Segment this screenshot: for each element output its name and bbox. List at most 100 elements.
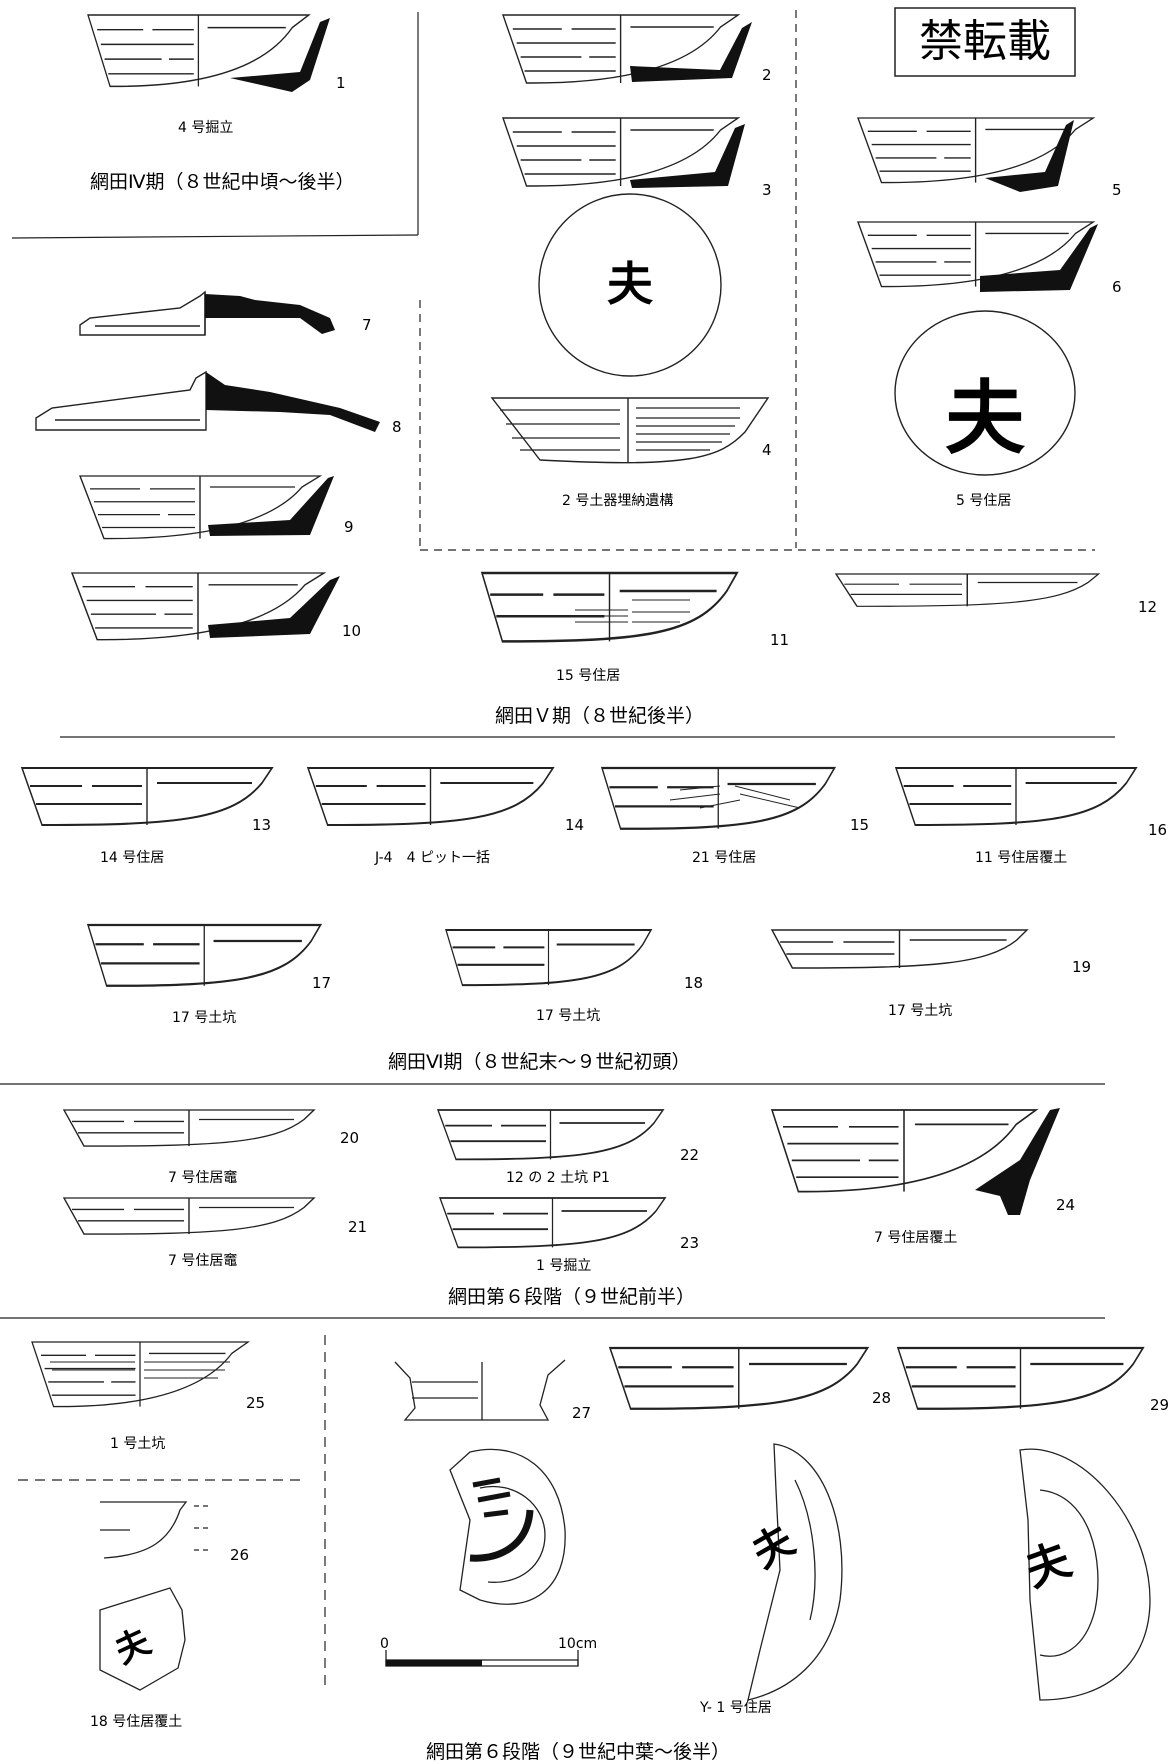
site-label: 17 号土坑 bbox=[536, 1008, 600, 1024]
scale-bar: 0 10cm bbox=[380, 1636, 597, 1667]
dividers bbox=[0, 10, 1115, 1690]
vessel-18 bbox=[444, 928, 653, 987]
number-10: 10 bbox=[342, 622, 361, 640]
site-label: 7 号住居竈 bbox=[168, 1170, 237, 1186]
vessel-9 bbox=[79, 475, 334, 540]
vessel-12 bbox=[835, 573, 1100, 608]
period-heading: 網田Ⅵ期（８世紀末〜９世紀初頭） bbox=[388, 1051, 691, 1073]
vessel-20 bbox=[63, 1109, 315, 1147]
vessel-8-section bbox=[206, 372, 380, 432]
inscription-glyph: 夫 bbox=[945, 371, 1026, 465]
vessel-19 bbox=[771, 929, 1028, 969]
sherd-28-base bbox=[747, 1443, 843, 1701]
number-1: 1 bbox=[336, 74, 346, 92]
number-17: 17 bbox=[312, 974, 331, 992]
number-13: 13 bbox=[252, 816, 271, 834]
number-21: 21 bbox=[348, 1218, 367, 1236]
vessel-6 bbox=[857, 221, 1098, 292]
number-24: 24 bbox=[1056, 1196, 1075, 1214]
number-4: 4 bbox=[762, 441, 772, 459]
vessel-28 bbox=[608, 1346, 869, 1410]
number-19: 19 bbox=[1072, 958, 1091, 976]
site-label: 15 号住居 bbox=[556, 668, 620, 684]
vessel-16 bbox=[894, 766, 1138, 827]
number-11: 11 bbox=[770, 631, 789, 649]
vessel-14 bbox=[306, 766, 555, 827]
vessel-23 bbox=[439, 1197, 666, 1249]
number-20: 20 bbox=[340, 1129, 359, 1147]
number-6: 6 bbox=[1112, 278, 1122, 296]
number-18: 18 bbox=[684, 974, 703, 992]
number-15: 15 bbox=[850, 816, 869, 834]
site-label: 1 号土坑 bbox=[110, 1436, 165, 1452]
sherd-29-base bbox=[1019, 1448, 1151, 1701]
number-28: 28 bbox=[872, 1389, 891, 1407]
site-label: 12 の 2 土坑 P1 bbox=[506, 1170, 610, 1186]
vessel-2 bbox=[502, 14, 752, 84]
site-label: 2 号土器埋納遺構 bbox=[562, 493, 673, 509]
number-25: 25 bbox=[246, 1394, 265, 1412]
vessel-5 bbox=[857, 117, 1094, 192]
site-label: 4 号掘立 bbox=[178, 120, 233, 136]
number-2: 2 bbox=[762, 66, 772, 84]
site-label: 1 号掘立 bbox=[536, 1258, 591, 1274]
vessel-29 bbox=[896, 1346, 1145, 1410]
number-5: 5 bbox=[1112, 181, 1122, 199]
number-23: 23 bbox=[680, 1234, 699, 1252]
site-label: Y- 1 号住居 bbox=[699, 1700, 772, 1716]
site-label: 14 号住居 bbox=[100, 850, 164, 866]
inscription-disc-2: 夫 bbox=[894, 310, 1076, 476]
vessel-25 bbox=[31, 1341, 249, 1408]
ink-stroke bbox=[469, 1509, 534, 1562]
site-label: 17 号土坑 bbox=[172, 1010, 236, 1026]
period-heading: 網田第６段階（９世紀前半） bbox=[448, 1286, 695, 1308]
inscription-glyph: 夫 bbox=[607, 257, 654, 311]
number-12: 12 bbox=[1138, 598, 1157, 616]
number-9: 9 bbox=[344, 518, 354, 536]
inscription-glyph: 夫 bbox=[744, 1516, 803, 1577]
vessel-3 bbox=[502, 117, 745, 188]
number-26: 26 bbox=[230, 1546, 249, 1564]
number-29: 29 bbox=[1150, 1396, 1169, 1414]
number-3: 3 bbox=[762, 181, 772, 199]
number-14: 14 bbox=[565, 816, 584, 834]
vessel-22 bbox=[437, 1109, 664, 1161]
number-7: 7 bbox=[362, 316, 372, 334]
number-22: 22 bbox=[680, 1146, 699, 1164]
vessel-15 bbox=[600, 766, 836, 830]
vessel-10 bbox=[71, 572, 340, 641]
vessel-26 bbox=[100, 1501, 210, 1559]
stamp-text: 禁転載 bbox=[919, 16, 1051, 67]
inscription-disc-1: 夫 bbox=[538, 193, 722, 377]
vessel-8-lid bbox=[35, 370, 207, 431]
sherd-27-base bbox=[449, 1448, 566, 1605]
inscription-glyph: 夫 bbox=[1019, 1534, 1079, 1597]
site-label: J-4 4 ピット一括 bbox=[374, 850, 490, 866]
inscription-glyph: 夫 bbox=[109, 1621, 158, 1672]
vessel-7-section bbox=[205, 294, 335, 334]
site-label: 11 号住居覆土 bbox=[975, 850, 1067, 866]
vessel-7-lid bbox=[79, 290, 206, 336]
ink-stroke bbox=[472, 1477, 511, 1518]
vessel-1 bbox=[87, 14, 330, 92]
vessel-21 bbox=[63, 1197, 315, 1235]
scale-zero: 0 bbox=[380, 1636, 389, 1652]
period-heading: 網田Ｖ期（８世紀後半） bbox=[495, 705, 704, 727]
number-8: 8 bbox=[392, 418, 402, 436]
scale-max: 10cm bbox=[558, 1636, 597, 1652]
vessel-17 bbox=[86, 923, 322, 987]
site-label: 7 号住居覆土 bbox=[874, 1230, 957, 1246]
no-reprint-stamp: 禁転載 bbox=[894, 7, 1076, 77]
vessel-11 bbox=[480, 571, 739, 643]
site-label: 5 号住居 bbox=[956, 493, 1011, 509]
site-label: 18 号住居覆土 bbox=[90, 1714, 182, 1730]
number-16: 16 bbox=[1148, 821, 1167, 839]
site-label: 7 号住居竈 bbox=[168, 1253, 237, 1269]
site-label: 17 号土坑 bbox=[888, 1003, 952, 1019]
vessel-24 bbox=[771, 1108, 1060, 1215]
period-heading: 網田Ⅳ期（８世紀中頃〜後半） bbox=[90, 171, 355, 193]
site-label: 21 号住居 bbox=[692, 850, 756, 866]
vessel-4 bbox=[490, 397, 770, 464]
period-heading: 網田第６段階（９世紀中葉〜後半） bbox=[426, 1741, 730, 1763]
